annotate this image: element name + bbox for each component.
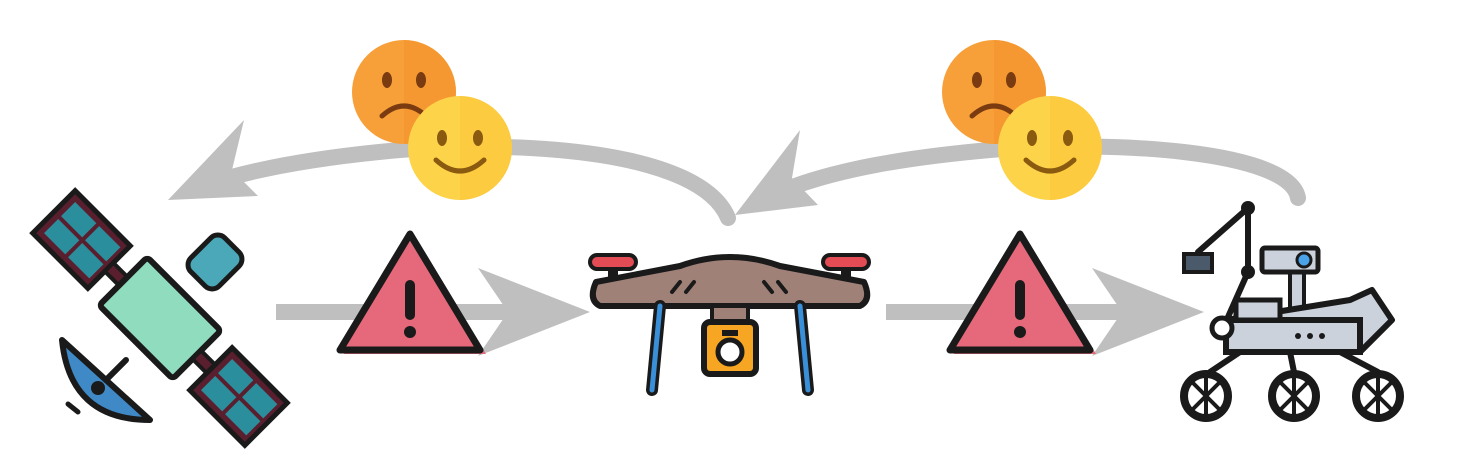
rover-wheel [1352,370,1404,422]
arrowhead [735,130,818,215]
arrowhead [1092,268,1204,356]
arrowhead [168,120,258,200]
rover-wheel [1180,370,1232,422]
drone-icon [588,253,871,396]
happy-face-icon [998,96,1102,200]
solar-panel [186,344,291,449]
happy-face-icon [408,96,512,200]
satellite-icon [29,187,291,449]
warning-icon [336,230,486,354]
rover-wheel [1268,370,1320,422]
satellite-dish [59,337,153,423]
rover-icon [1180,201,1404,422]
satellite-sensor [185,232,245,292]
warning-icon [946,230,1096,354]
arrowhead [478,268,590,356]
